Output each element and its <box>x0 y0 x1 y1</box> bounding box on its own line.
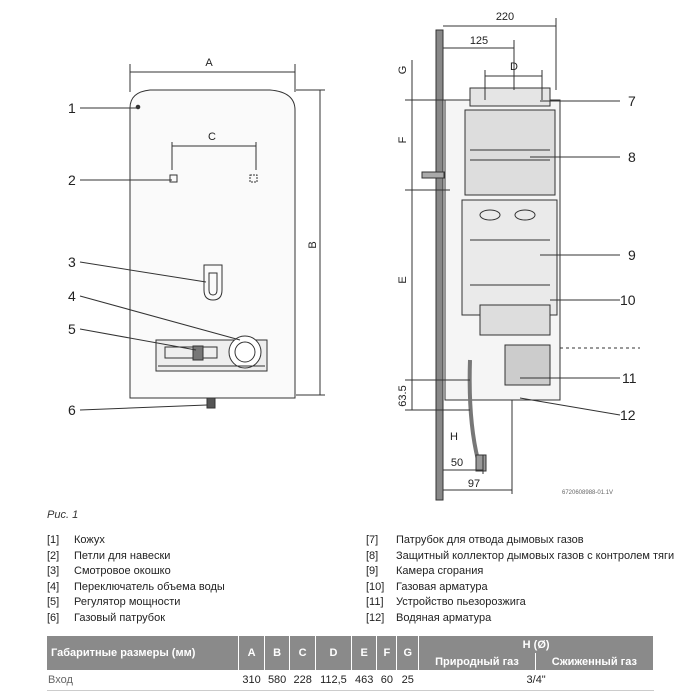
callout-4: 4 <box>68 288 76 304</box>
label-H: H <box>450 431 458 443</box>
callout-6: 6 <box>68 402 76 418</box>
dim-220: 220 <box>496 11 514 23</box>
table-row: Вход 310 580 228 112,5 463 60 25 3/4" <box>47 670 654 691</box>
combustion-chamber <box>461 199 558 316</box>
callout-9: 9 <box>628 247 636 263</box>
col-G: G <box>396 636 420 670</box>
loop-left <box>169 174 178 183</box>
legend-item: [10]Газовая арматура <box>366 580 488 593</box>
flue-connector <box>469 87 551 107</box>
cell-G: 25 <box>396 670 419 691</box>
legend-item: [1]Кожух <box>47 534 105 546</box>
callout-11: 11 <box>622 370 637 386</box>
legend-item: [5]Регулятор мощности <box>47 596 181 609</box>
legend-item: [7]Патрубок для отвода дымовых газов <box>366 534 584 546</box>
legend-item: [8]Защитный коллектор дымовых газов с ко… <box>366 549 675 562</box>
callout-12: 12 <box>620 407 636 423</box>
legend-item: [9]Камера сгорания <box>366 565 484 578</box>
col-F: F <box>376 636 398 670</box>
callout-8: 8 <box>628 149 636 165</box>
legend-item: [4]Переключатель объема воды <box>47 580 225 593</box>
col-natural-gas: Природный газ <box>418 653 536 670</box>
cell-H: 3/4" <box>418 670 654 691</box>
cell-F: 60 <box>376 670 397 691</box>
col-C: C <box>289 636 316 670</box>
callout-3: 3 <box>68 254 76 270</box>
dimensions-table: Габаритные размеры (мм) A B C D E F G H … <box>47 636 655 691</box>
legend-item: [11]Устройство пьезорозжига <box>366 596 526 609</box>
label-F: F <box>397 136 409 143</box>
legend-item: [3]Смотровое окошко <box>47 565 171 578</box>
cell-D: 112,5 <box>315 670 352 691</box>
cell-A: 310 <box>238 670 265 691</box>
figure-caption: Рис. 1 <box>47 509 79 521</box>
wall-plate <box>435 29 444 501</box>
callout-7: 7 <box>628 93 636 109</box>
table-header-label: Габаритные размеры (мм) <box>47 636 240 670</box>
legend-left: [1]Кожух [2]Петли для навески [3]Смотров… <box>47 533 225 627</box>
col-D: D <box>315 636 352 670</box>
col-H: H (Ø) <box>418 636 654 653</box>
dim-97: 97 <box>468 478 480 490</box>
callout-10: 10 <box>620 292 636 308</box>
col-B: B <box>264 636 291 670</box>
col-lpg: Сжиженный газ <box>535 653 655 670</box>
col-E: E <box>351 636 378 670</box>
label-C: C <box>208 131 216 143</box>
cell-C: 228 <box>289 670 316 691</box>
col-A: A <box>238 636 265 670</box>
cell-B: 580 <box>264 670 290 691</box>
legend-right: [7]Патрубок для отвода дымовых газов [8]… <box>366 533 674 627</box>
row-label: Вход <box>47 670 239 691</box>
legend-item: [12]Водяная арматура <box>366 611 492 624</box>
callout-2: 2 <box>68 172 76 188</box>
loop-right <box>249 174 258 183</box>
dim-63-5: 63.5 <box>397 385 409 406</box>
label-G: G <box>397 66 409 75</box>
viewing-window <box>203 264 223 301</box>
water-valve <box>504 344 551 386</box>
legend-item: [6]Газовый патрубок <box>47 611 166 624</box>
callout-5: 5 <box>68 321 76 337</box>
gas-valve <box>479 304 551 336</box>
dim-50: 50 <box>451 457 463 469</box>
cell-E: 463 <box>351 670 377 691</box>
label-B: B <box>307 241 319 248</box>
legend-item: [2]Петли для навески <box>47 549 171 562</box>
label-D: D <box>510 61 518 73</box>
dim-125: 125 <box>470 35 488 47</box>
diagram-figure: A C B 1 2 3 4 5 6 <box>68 11 640 501</box>
label-E: E <box>397 276 409 283</box>
power-knob <box>228 335 262 369</box>
callout-1: 1 <box>68 100 76 116</box>
figure-code: 6720608988-01.1V <box>562 490 613 496</box>
label-A: A <box>205 57 213 69</box>
gas-connector <box>206 397 216 409</box>
flue-collector <box>464 109 556 196</box>
